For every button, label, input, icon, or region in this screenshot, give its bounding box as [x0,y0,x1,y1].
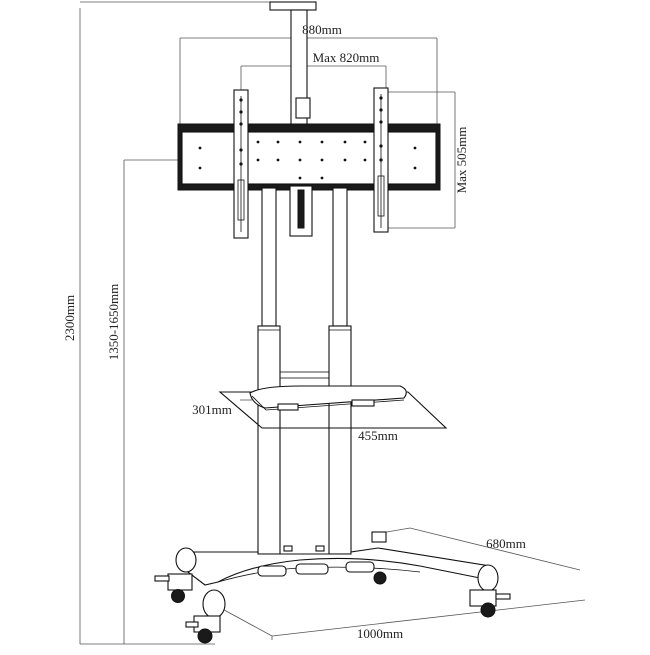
screen-height-label: 1350-1650mm [106,284,121,361]
vesa-height-dimension [385,91,456,229]
caster-front-left [185,589,226,644]
shelf-width-label: 455mm [358,428,398,443]
caster-back-left [154,547,197,603]
overall-height-label: 2300mm [62,295,77,341]
caster-front-right [469,564,511,618]
vesa-width-dimension [240,65,387,92]
poles [257,187,352,555]
vesa-height-label: Max 505mm [454,127,469,194]
wall-plate [177,123,441,191]
bracket-width-dimension [179,37,438,125]
plate-holes [198,140,417,180]
overall-height-dimension [79,1,270,645]
top-pole [269,1,317,131]
base-depth-label: 680mm [486,536,526,551]
screen-height-dimension [123,159,180,644]
right-vesa-arm [373,87,389,233]
vesa-width-label: Max 820mm [313,50,380,65]
caster-back-right [371,531,387,585]
shelf [218,385,448,429]
shelf-depth-label: 301mm [192,402,232,417]
bracket-width-label: 880mm [302,22,342,37]
left-vesa-arm [233,89,249,239]
center-bracket [289,185,313,237]
base-footprint [214,527,586,640]
base-width-label: 1000mm [357,626,403,641]
